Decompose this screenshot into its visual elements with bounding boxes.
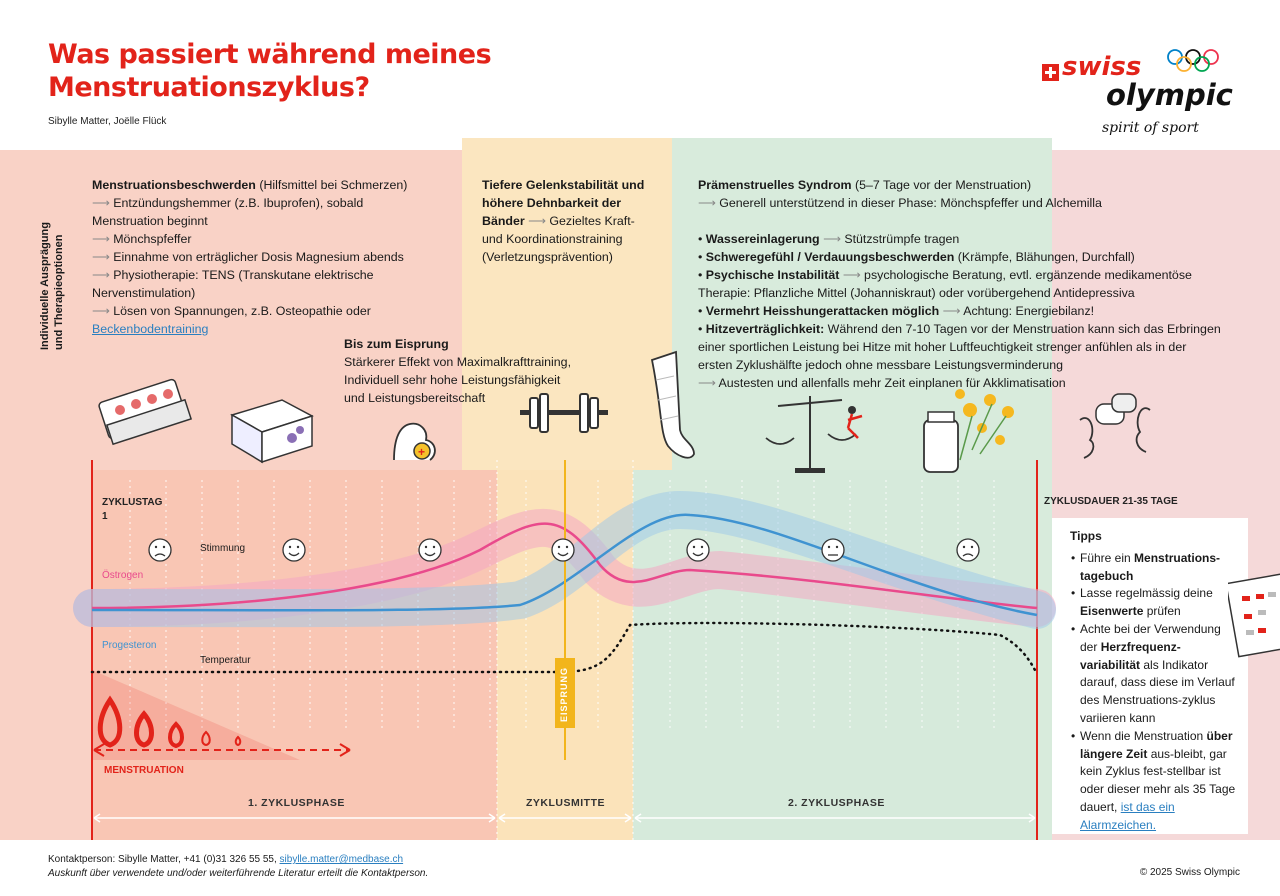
flame-icons	[97, 695, 184, 749]
contact-email-link[interactable]: sibylle.matter@medbase.ch	[279, 854, 404, 865]
mid-cycle-label: ZYKLUSMITTE	[526, 797, 605, 809]
pelvic-floor-link[interactable]: Beckenbodentraining	[92, 322, 209, 336]
menstruation-fade	[92, 670, 300, 760]
pill-blister-icon	[98, 378, 193, 446]
menstruation-label: MENSTRUATION	[104, 765, 184, 776]
tip-item: Führe ein Menstruations-tagebuch	[1071, 550, 1240, 586]
swiss-cross-icon	[1042, 64, 1059, 81]
authors: Sibylle Matter, Joëlle Flück	[48, 116, 167, 127]
phase2-pms-box: Prämenstruelles Syndrom (5–7 Tage vor de…	[698, 178, 1221, 390]
ovulation-box: Bis zum Eisprung Stärkerer Effekt von Ma…	[344, 337, 572, 405]
flexed-arm-icon: +	[393, 422, 436, 461]
tip-item: Wenn die Menstruation über längere Zeit …	[1071, 728, 1240, 835]
tips-heading: Tipps	[1070, 529, 1102, 543]
balance-scale-icon	[765, 396, 863, 473]
progesteron-label: Progesteron	[102, 640, 157, 651]
tip-item: Lasse regelmässig deine Eisenwerte prüfe…	[1071, 585, 1240, 621]
page-title: Was passiert während meines Menstruation…	[48, 39, 492, 103]
phase2-label: 2. ZYKLUSPHASE	[788, 797, 885, 809]
mood-label: Stimmung	[200, 543, 246, 554]
illustrations-row: +	[98, 350, 1151, 473]
herbal-medicine-icon	[923, 389, 1014, 473]
mood-faces	[148, 538, 980, 562]
conversation-icon	[1079, 393, 1151, 459]
olympic-rings-icon	[1167, 49, 1219, 72]
cycle-chart	[73, 460, 1056, 840]
tips-box: Tipps Führe ein Menstruations-tagebuch L…	[1070, 528, 1240, 835]
svg-text:+: +	[418, 445, 425, 459]
temperature-label: Temperatur	[200, 655, 251, 666]
phase1-label: 1. ZYKLUSPHASE	[248, 797, 345, 809]
medicine-box-icon	[230, 399, 314, 464]
swiss-olympic-logo: swiss olympic spirit of sport	[1036, 44, 1246, 144]
dumbbell-icon	[520, 393, 608, 433]
ovulation-label: EISPRUNG	[559, 666, 569, 722]
alarm-sign-link[interactable]: ist das ein Alarmzeichen.	[1080, 799, 1175, 832]
phase-arrows	[93, 813, 1036, 823]
oestrogen-label: Östrogen	[102, 570, 144, 581]
progesteron-line	[91, 513, 1038, 617]
ovulation-marker	[555, 658, 575, 728]
copyright: © 2025 Swiss Olympic	[1139, 867, 1240, 878]
tip-item: Achte bei der Verwendung der Herzfrequen…	[1071, 621, 1240, 728]
footer: Kontaktperson: Sibylle Matter, +41 (0)31…	[48, 854, 429, 879]
small-flame-icons	[201, 730, 242, 747]
temperature-line	[90, 621, 1039, 676]
mid-cycle-box: Tiefere Gelenkstabilität und höhere Dehn…	[482, 178, 645, 264]
cycle-duration-label: ZYKLUSDAUER 21-35 TAGE	[1044, 496, 1178, 507]
phase1-complaints-box: Menstruationsbeschwerden (Hilfsmittel be…	[92, 178, 408, 336]
compression-stocking-icon	[650, 350, 695, 459]
